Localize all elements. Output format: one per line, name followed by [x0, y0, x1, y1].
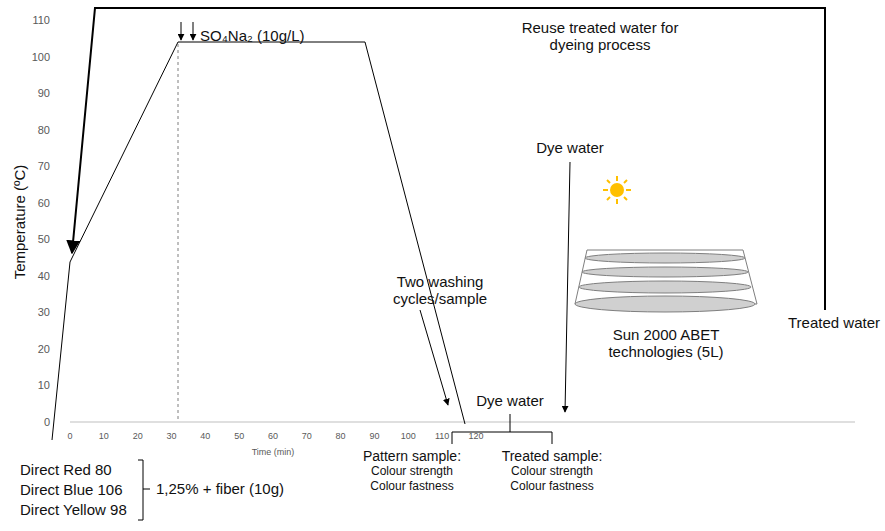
stream-label: Treated water: [788, 314, 880, 331]
axis-tick: 90: [38, 87, 50, 100]
recipe-label: 1,25% + fiber (10g): [156, 480, 284, 497]
axis-tick: 10: [38, 379, 50, 392]
axis-tick: 40: [200, 431, 210, 441]
axis-title: Time (min): [252, 447, 295, 457]
flow-arrow: [420, 310, 448, 405]
dye-name: Direct Red 80: [20, 461, 112, 478]
note: Two washing cycles/sample: [370, 273, 510, 308]
axis-tick: 70: [302, 431, 312, 441]
measure-label: Colour fastness: [370, 480, 453, 494]
stream-label: Dye water: [476, 392, 544, 409]
axis-tick: 80: [38, 123, 50, 136]
dye-name: Direct Blue 106: [20, 481, 123, 498]
axis-tick: 10: [99, 431, 109, 441]
guide-line: [178, 44, 179, 420]
stream-label: Dye water: [536, 139, 604, 156]
reactor-label: Sun 2000 ABET technologies (5L): [596, 326, 736, 361]
sample-heading: Treated sample:: [502, 448, 603, 464]
photoreactor: [575, 250, 757, 312]
addition-arrow: [181, 22, 182, 40]
axis-tick: 0: [44, 416, 50, 429]
axis-tick: 20: [38, 343, 50, 356]
axis-tick: 110: [435, 431, 449, 441]
axis-tick: 70: [38, 160, 50, 173]
axis-tick: 20: [133, 431, 143, 441]
axis-tick: 0: [67, 431, 72, 441]
flow-arrow: [565, 162, 570, 412]
additive-label: SO₄Na₂ (10g/L): [200, 27, 305, 44]
axis-tick: 50: [234, 431, 244, 441]
note: Reuse treated water for dyeing process: [510, 19, 690, 54]
axis-tick: 100: [32, 50, 50, 63]
axis-tick: 80: [336, 431, 346, 441]
sun-icon: [603, 176, 631, 204]
axis-tick: 90: [369, 431, 379, 441]
reuse-loop-arrow: [72, 8, 825, 310]
axis-tick: 110: [32, 14, 50, 27]
axis-tick: 30: [166, 431, 176, 441]
dye-bracket: [138, 460, 150, 520]
measure-label: Colour fastness: [510, 480, 593, 494]
axis-tick: 60: [38, 196, 50, 209]
measure-label: Colour strength: [511, 465, 593, 479]
baseline: [70, 422, 855, 423]
axis-tick: 40: [38, 269, 50, 282]
axis-title: Temperature (ºC): [11, 165, 28, 280]
axis-tick: 60: [268, 431, 278, 441]
axis-tick: 120: [468, 431, 483, 441]
axis-tick: 50: [38, 233, 50, 246]
split-bracket: [452, 414, 552, 444]
temperature-profile: [52, 42, 465, 440]
addition-arrow: [193, 22, 194, 40]
measure-label: Colour strength: [371, 465, 453, 479]
dye-name: Direct Yellow 98: [20, 501, 127, 518]
sample-heading: Pattern sample:: [363, 448, 461, 464]
axis-tick: 30: [38, 306, 50, 319]
axis-tick: 100: [401, 431, 416, 441]
